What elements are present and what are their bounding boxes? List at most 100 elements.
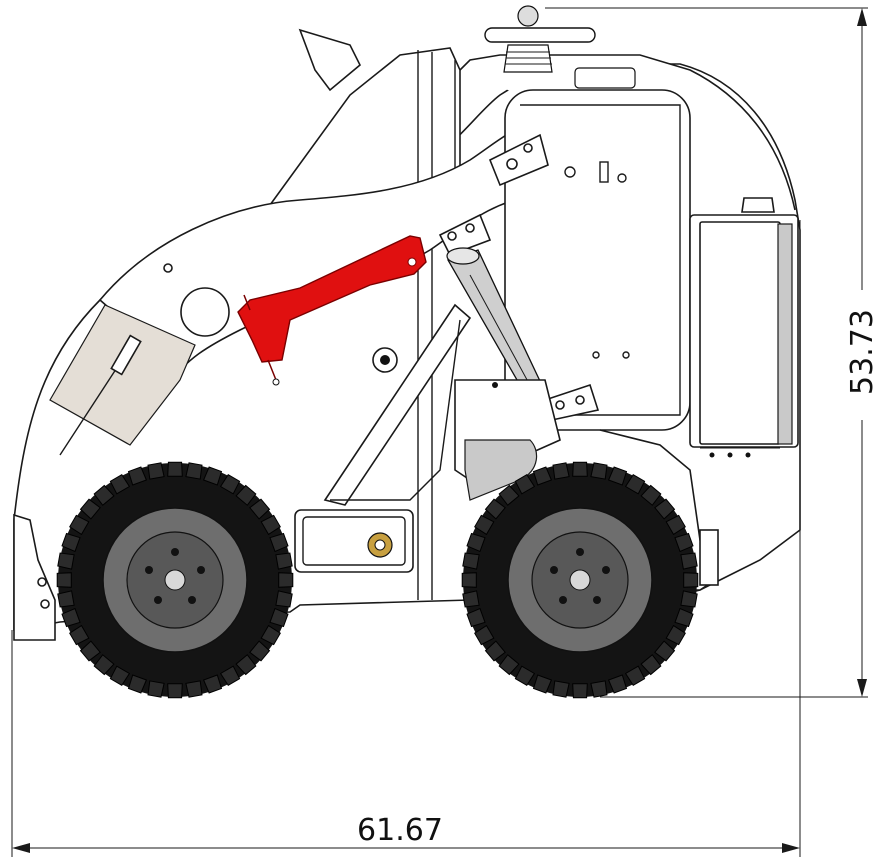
front-lug-4 (154, 596, 162, 604)
battery-bolt-3 (745, 452, 751, 458)
access-panel-fitting-core (374, 539, 386, 551)
tread-block (665, 514, 686, 536)
tread-block (514, 474, 536, 495)
upper-linkage-plate (488, 133, 549, 187)
tread-block (474, 624, 495, 646)
tread-block (202, 466, 223, 486)
tread-block (474, 514, 495, 536)
tread-block (466, 607, 486, 628)
height-label-bg (840, 290, 877, 420)
tread-block (572, 461, 588, 477)
front-bolt (163, 263, 173, 273)
upper-pivot (506, 158, 518, 170)
width-dimension: 61.67 (11, 220, 801, 857)
tread-block (462, 552, 480, 570)
rear-lug-2 (602, 566, 610, 574)
front-lug-3 (188, 596, 196, 604)
tread-block (590, 462, 608, 480)
front-bracket-bolt-2 (40, 599, 50, 609)
lower-pivot-2 (575, 395, 585, 405)
tread-block (552, 680, 570, 698)
tread-block (147, 680, 165, 698)
tread-block (665, 624, 686, 646)
tread-block (680, 590, 698, 608)
tread-block (57, 590, 75, 608)
tank-slot (599, 161, 609, 183)
tread-block (185, 680, 203, 698)
front-lever-grip (110, 334, 142, 376)
mid-pivot (447, 231, 457, 241)
tread-block (275, 590, 293, 608)
rear-lug-5 (550, 566, 558, 574)
tread-block (640, 654, 662, 676)
tank-dot (592, 351, 600, 359)
tread-block (607, 466, 628, 486)
front-tire-tread (56, 461, 294, 699)
tread-block (654, 498, 676, 520)
upper-pivot-2 (523, 143, 533, 153)
tread-block (532, 466, 553, 486)
tread-block (498, 654, 520, 676)
tread-block (260, 624, 281, 646)
battery-panel (699, 221, 781, 445)
battery-cap (741, 197, 775, 213)
access-panel-inner (302, 516, 406, 566)
tread-block (552, 462, 570, 480)
front-lug-2 (197, 566, 205, 574)
tread-block (269, 607, 289, 628)
tread-block (484, 498, 506, 520)
tread-block (269, 532, 289, 553)
tread-block (572, 683, 588, 699)
height-dimension-value: 53.73 (845, 309, 877, 395)
tank-inner-edge (520, 104, 681, 416)
tread-block (674, 607, 694, 628)
tread-block (219, 665, 241, 686)
tread-block (219, 474, 241, 495)
front-lug (171, 548, 179, 556)
rear-wheel (461, 461, 699, 699)
tank-dot-2 (622, 351, 630, 359)
rear-lug-4 (559, 596, 567, 604)
rear-tire-tread (461, 461, 699, 699)
tread-block (683, 572, 699, 588)
tread-block (461, 572, 477, 588)
tread-block (466, 532, 486, 553)
tread-block (127, 466, 148, 486)
red-lift-arm (237, 235, 427, 386)
tread-block (69, 624, 90, 646)
top-flap (298, 28, 361, 92)
rear-step (699, 529, 719, 586)
tread-block (127, 674, 148, 694)
control-handle (484, 5, 636, 89)
rear-lug-3 (593, 596, 601, 604)
tread-block (235, 654, 257, 676)
tread-block (260, 514, 281, 536)
tread-block (109, 665, 131, 686)
tread-block (249, 498, 271, 520)
tread-block (249, 640, 271, 662)
red-arm-pin (407, 257, 417, 267)
tread-block (109, 474, 131, 495)
tread-block (680, 552, 698, 570)
tank-bolt-2 (617, 173, 627, 183)
mid-pivot-2 (465, 223, 475, 233)
rear-hub (569, 569, 591, 591)
bay-bolt (492, 382, 498, 388)
tread-block (654, 640, 676, 662)
tread-block (640, 484, 662, 506)
red-arm-pin-ring (272, 378, 280, 386)
front-bracket-bolt (37, 577, 47, 587)
tread-block (93, 654, 115, 676)
rear-lug (576, 548, 584, 556)
tread-block (202, 674, 223, 694)
front-lug-5 (145, 566, 153, 574)
battery-bolt-2 (727, 452, 733, 458)
tread-block (590, 680, 608, 698)
tread-block (61, 607, 81, 628)
height-arrow-bottom (857, 679, 867, 697)
battery-side-strip (777, 223, 793, 445)
red-arm-body (237, 235, 427, 363)
brace-outline (330, 319, 461, 501)
tread-block (498, 484, 520, 506)
